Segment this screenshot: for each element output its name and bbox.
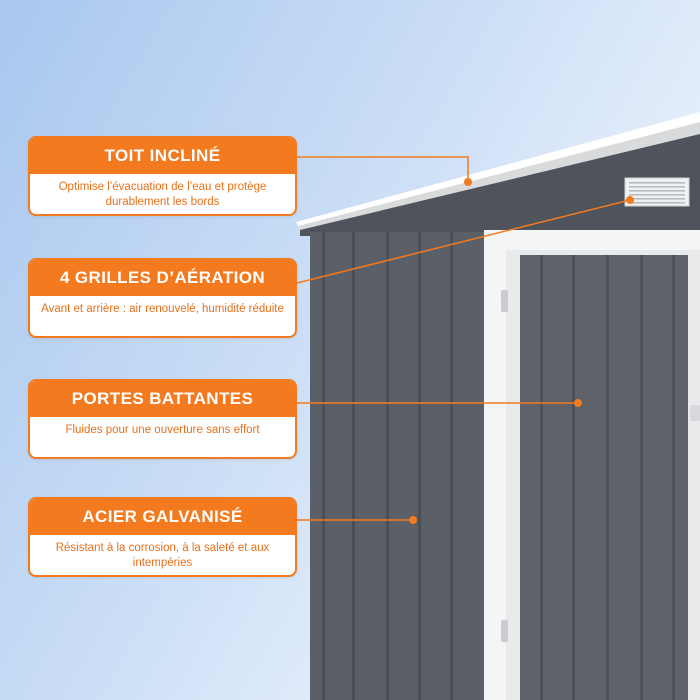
feature-card-doors: PORTES BATTANTES Fluides pour une ouvert…	[28, 379, 297, 459]
door-hinge-icon	[501, 620, 508, 642]
feature-description-vents: Avant et arrière : air renouvelé, humidi…	[41, 303, 284, 315]
panel-rib	[572, 255, 575, 700]
feature-title-steel: ACIER GALVANISÉ	[30, 499, 295, 535]
vent-grille-icon	[624, 177, 690, 207]
feature-description-roof: Optimise l’évacuation de l’eau et protèg…	[58, 181, 267, 208]
door-ribs	[540, 255, 675, 700]
roof-top	[296, 112, 700, 226]
shed-wall	[310, 232, 490, 700]
callout-dot-vent	[626, 196, 634, 204]
door-handle-icon	[690, 405, 700, 421]
feature-card-vents: 4 GRILLES D’AÉRATION Avant et arrière : …	[28, 258, 297, 338]
callout-dot-steel	[409, 516, 417, 524]
panel-rib	[386, 232, 389, 700]
callout-line-vent	[296, 199, 631, 284]
panel-rib	[640, 255, 643, 700]
feature-title-vents: 4 GRILLES D’AÉRATION	[30, 260, 295, 296]
panel-rib	[418, 232, 421, 700]
feature-description-doors: Fluides pour une ouverture sans effort	[65, 424, 260, 436]
panel-rib	[672, 255, 675, 700]
callout-dot-roof	[464, 178, 472, 186]
panel-rib	[352, 232, 355, 700]
feature-title-doors: PORTES BATTANTES	[30, 381, 295, 417]
shed-gable	[300, 134, 700, 236]
feature-card-roof: TOIT INCLINÉ Optimise l’évacuation de l’…	[28, 136, 297, 216]
panel-rib	[606, 255, 609, 700]
door-frame-top	[484, 230, 700, 252]
callout-line-roof	[297, 156, 469, 182]
panel-rib	[322, 232, 325, 700]
panel-rib	[540, 255, 543, 700]
door-hinge-icon	[501, 290, 508, 312]
feature-card-steel: ACIER GALVANISÉ Résistant à la corrosion…	[28, 497, 297, 577]
door-frame-left	[484, 230, 506, 700]
left-door	[520, 255, 688, 700]
callout-dot-doors	[574, 399, 582, 407]
feature-title-roof: TOIT INCLINÉ	[30, 138, 295, 174]
feature-description-steel: Résistant à la corrosion, à la saleté et…	[55, 542, 270, 569]
wall-ribs	[322, 232, 453, 700]
panel-rib	[450, 232, 453, 700]
